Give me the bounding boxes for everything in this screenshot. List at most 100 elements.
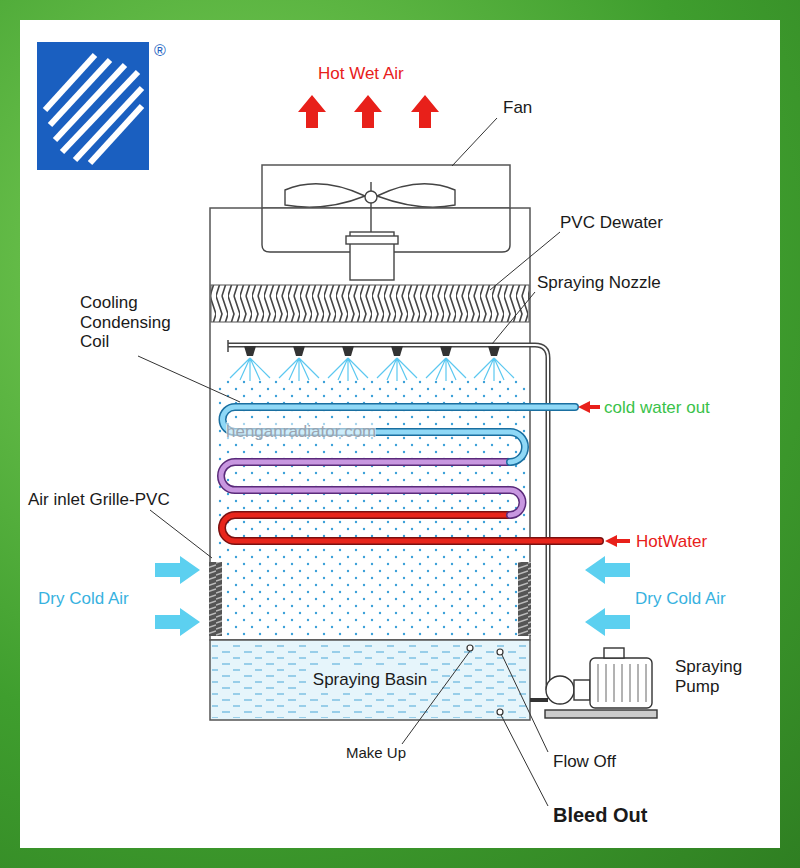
basin-band: Spraying Basin <box>210 640 530 720</box>
drawing-path <box>492 292 535 344</box>
drawing-line <box>638 664 639 702</box>
drawing-line <box>394 251 440 252</box>
drawing-line <box>62 72 138 152</box>
condensing-coil <box>221 407 600 541</box>
drawing-path <box>452 118 497 166</box>
part-name: Spraying Pump <box>675 657 775 696</box>
basin-ports <box>467 645 503 715</box>
drawing-g <box>598 664 646 702</box>
drawing-path <box>285 184 365 207</box>
drawing-rect <box>262 165 510 208</box>
nozzle <box>488 346 500 356</box>
drawing-path <box>222 515 600 541</box>
part-name: Fan <box>503 98 532 118</box>
exhaust-arrows <box>298 95 439 128</box>
trademark: ® <box>154 42 166 60</box>
leader-lines <box>138 118 560 806</box>
drawing-path <box>440 208 510 252</box>
drawing-line <box>55 65 125 140</box>
drawing-line <box>75 88 142 160</box>
drawing-path <box>262 208 290 252</box>
drawing-path <box>530 698 548 702</box>
port-label: Bleed Out <box>553 804 647 827</box>
drawing-path <box>411 95 439 128</box>
part-name: Spraying Nozzle <box>537 273 661 293</box>
port-label: Make Up <box>346 744 406 761</box>
drawing-path <box>222 407 575 462</box>
part-name: PVC Dewater <box>560 213 663 233</box>
drawing-path <box>150 510 212 558</box>
air-arrows <box>155 556 630 636</box>
drawing-rect <box>210 208 530 640</box>
nozzle <box>244 346 256 356</box>
drawing-line <box>227 340 229 352</box>
drawing-line <box>646 664 647 702</box>
basin <box>210 640 530 720</box>
inlet-grille <box>209 562 222 636</box>
drawing-line <box>630 664 631 702</box>
logo <box>37 42 149 170</box>
drawing-rect <box>604 648 624 658</box>
spray-nozzles <box>230 346 514 381</box>
drift-eliminator <box>211 285 529 322</box>
drawing-path <box>354 95 382 128</box>
air-label: Dry Cold Air <box>38 589 129 609</box>
inlet-grille <box>518 562 531 636</box>
drawing-path <box>155 556 200 584</box>
drawing-path <box>155 608 200 636</box>
drawing-path <box>377 184 455 207</box>
flow-label: cold water out <box>604 398 710 418</box>
drawing-path <box>222 515 600 541</box>
spray-cone <box>328 358 368 381</box>
drawing-path <box>222 407 575 462</box>
part-name: Cooling Condensing Coil <box>80 293 185 352</box>
drawing-path <box>502 655 548 752</box>
spray-cone <box>426 358 466 381</box>
drawing-line <box>598 664 599 702</box>
spray-pump <box>530 648 657 718</box>
basin-water <box>212 644 528 718</box>
fan <box>262 182 510 280</box>
spray-cone <box>279 358 319 381</box>
drawing-rect <box>574 680 590 700</box>
drawing-rect <box>37 42 149 170</box>
nozzle <box>391 346 403 356</box>
nozzle <box>293 346 305 356</box>
flow-label: HotWater <box>636 532 707 552</box>
watermark: henganradiator.com <box>226 422 376 442</box>
drawing-path <box>221 462 523 515</box>
drawing-rect <box>346 236 398 244</box>
nozzle <box>342 346 354 356</box>
tower-casing <box>210 165 530 640</box>
drawing-path <box>221 462 523 515</box>
drawing-circle <box>467 645 473 651</box>
exhaust-label: Hot Wet Air <box>318 64 404 84</box>
water-drops <box>214 380 526 638</box>
drawing-path <box>605 535 630 547</box>
drawing-g <box>45 55 142 163</box>
spray-cone <box>474 358 514 381</box>
drawing-circle <box>497 649 503 655</box>
drawing-circle <box>546 676 574 704</box>
drawing-rect <box>590 658 652 708</box>
drawing-line <box>622 664 623 702</box>
drawing-path <box>585 608 630 636</box>
drawing-path <box>578 401 600 413</box>
drawing-rect <box>545 710 657 718</box>
drawing-path <box>138 356 240 402</box>
spray-cone <box>377 358 417 381</box>
drawing-path <box>402 651 470 744</box>
drawing-line <box>90 106 142 163</box>
drawing-line <box>290 251 350 252</box>
drawing-circle <box>497 709 503 715</box>
drawing-line <box>606 664 607 702</box>
drawing-line <box>370 182 371 232</box>
spray-cone <box>230 358 270 381</box>
nozzle <box>440 346 452 356</box>
drawing-path <box>298 95 326 128</box>
air-label: Dry Cold Air <box>635 589 726 609</box>
drawing-path <box>501 715 548 806</box>
